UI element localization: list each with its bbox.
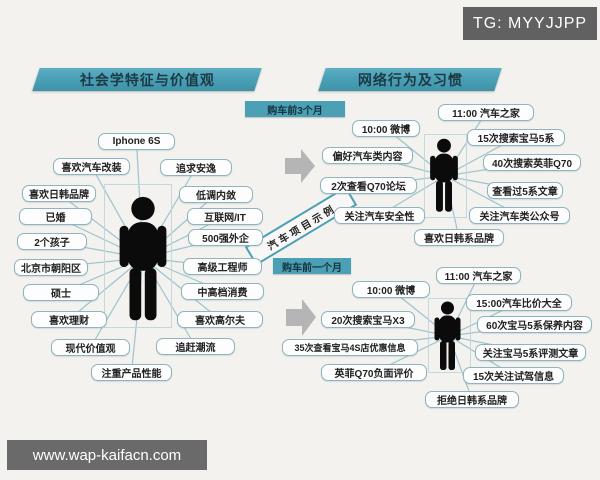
phase-3-months-label: 购车前3个月 <box>245 101 345 117</box>
site-watermark: www.wap-kaifacn.com <box>7 440 207 470</box>
callout-sociology-profile: 中高档消费 <box>181 283 264 300</box>
person-icon-3-months <box>430 138 458 212</box>
callout-behavior-3-months: 查看过5系文章 <box>487 182 563 199</box>
callout-behavior-1-month: 20次搜索宝马X3 <box>321 311 415 328</box>
callout-sociology-profile: 喜欢高尔夫 <box>177 311 263 328</box>
callout-behavior-3-months: 15次搜索宝马5系 <box>467 129 565 146</box>
callout-sociology-profile: 500强外企 <box>188 229 263 246</box>
callout-sociology-profile: 追赶潮流 <box>156 338 235 355</box>
banner-behavior-label: 网络行为及习惯 <box>357 71 463 88</box>
person-icon-1-month <box>434 301 461 370</box>
callout-sociology-profile: 注重产品性能 <box>91 364 172 381</box>
callout-behavior-3-months: 关注汽车安全性 <box>334 207 425 224</box>
callout-sociology-profile: 2个孩子 <box>17 233 87 250</box>
callout-sociology-profile: 互联网/IT <box>187 208 263 225</box>
phase-1-month-label: 购车前一个月 <box>273 258 351 274</box>
callout-behavior-3-months: 11:00 汽车之家 <box>438 104 534 121</box>
callout-behavior-1-month: 15次关注试驾信息 <box>463 367 564 384</box>
banner-sociology: 社会学特征与价值观 <box>32 68 262 91</box>
flow-arrow-top-icon <box>285 149 315 183</box>
callout-behavior-1-month: 35次查看宝马4S店优惠信息 <box>282 339 418 356</box>
callout-behavior-3-months: 10:00 微博 <box>352 120 420 137</box>
callout-sociology-profile: 北京市朝阳区 <box>14 259 88 276</box>
callout-behavior-1-month: 英菲Q70负面评价 <box>321 364 427 381</box>
callout-behavior-1-month: 60次宝马5系保养内容 <box>477 316 592 333</box>
callout-sociology-profile: 硕士 <box>23 284 99 301</box>
callout-sociology-profile: 喜欢理财 <box>31 311 107 328</box>
person-icon-sociology <box>119 196 167 321</box>
callout-sociology-profile: 现代价值观 <box>51 339 130 356</box>
connector-line <box>68 257 144 320</box>
callout-sociology-profile: 低调内敛 <box>179 186 253 203</box>
banner-behavior: 网络行为及习惯 <box>318 68 502 91</box>
flow-arrow-bottom-icon <box>286 299 316 336</box>
tg-watermark: TG: MYYJJPP <box>463 7 597 40</box>
callout-sociology-profile: 喜欢日韩品牌 <box>22 185 96 202</box>
callout-behavior-1-month: 15:00汽车比价大全 <box>466 294 572 311</box>
callout-behavior-3-months: 偏好汽车类内容 <box>322 147 413 164</box>
callout-sociology-profile: 已婚 <box>19 208 92 225</box>
callout-sociology-profile: Iphone 6S <box>98 133 175 150</box>
callout-sociology-profile: 高级工程师 <box>183 258 262 275</box>
callout-sociology-profile: 喜欢汽车改装 <box>53 158 130 175</box>
callout-behavior-1-month: 关注宝马5系评测文章 <box>475 344 586 361</box>
person-frame-bottom-right <box>428 298 471 373</box>
callout-behavior-3-months: 2次查看Q70论坛 <box>320 177 417 194</box>
callout-sociology-profile: 追求安逸 <box>160 159 232 176</box>
callout-behavior-3-months: 喜欢日韩系品牌 <box>414 229 504 246</box>
callout-behavior-1-month: 10:00 微博 <box>352 281 430 298</box>
person-frame-top-right <box>424 134 467 218</box>
callout-behavior-3-months: 40次搜索英菲Q70 <box>483 154 581 171</box>
callout-behavior-1-month: 11:00 汽车之家 <box>436 267 521 284</box>
callout-behavior-3-months: 关注汽车类公众号 <box>469 207 570 224</box>
callout-behavior-1-month: 拒绝日韩系品牌 <box>425 391 519 408</box>
person-frame-left <box>104 184 172 328</box>
banner-sociology-label: 社会学特征与价值观 <box>79 71 215 88</box>
